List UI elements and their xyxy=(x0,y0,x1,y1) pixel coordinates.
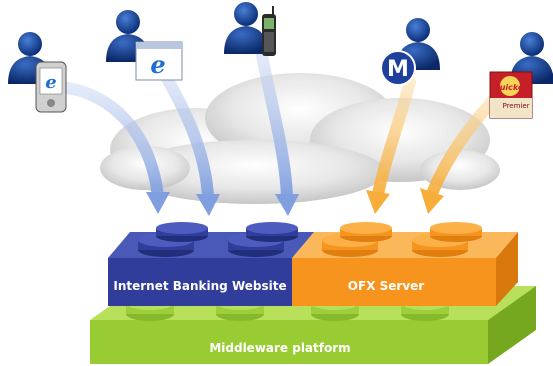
msn-money-icon: M xyxy=(380,50,416,86)
internet-banking-block: Internet Banking Website xyxy=(108,222,314,306)
user-money: M xyxy=(380,18,440,86)
arrow-browser xyxy=(159,69,220,216)
internet-explorer-icon: e xyxy=(45,72,56,93)
orange-arrows xyxy=(366,76,504,214)
quicken-box-icon: Quicken Premier xyxy=(489,71,533,119)
person-icon xyxy=(224,2,268,54)
internet-banking-label: Internet Banking Website xyxy=(113,279,286,293)
quicken-edition: Premier xyxy=(502,102,529,110)
arrow-money xyxy=(366,76,416,214)
browser-window-icon: e xyxy=(135,41,183,81)
arrow-phone xyxy=(256,49,299,216)
pda-icon: e xyxy=(35,61,67,113)
ofx-server-label: OFX Server xyxy=(348,279,424,293)
middleware-label: Middleware platform xyxy=(209,341,350,355)
ofx-studs xyxy=(322,222,482,257)
mobile-phone-icon xyxy=(262,6,276,56)
internet-banking-studs xyxy=(138,222,298,257)
user-pda: e xyxy=(8,32,67,113)
internet-explorer-icon: e xyxy=(150,50,165,79)
blue-arrows xyxy=(62,49,299,216)
user-phone xyxy=(224,2,276,56)
middleware-block: Middleware platform xyxy=(90,286,536,364)
ofx-server-block: OFX Server xyxy=(292,222,518,306)
user-quicken: Quicken Premier xyxy=(489,32,553,119)
user-browser: e xyxy=(106,10,183,81)
svg-text:M: M xyxy=(387,57,409,82)
arrow-quicken xyxy=(420,89,504,214)
quicken-brand: Quicken xyxy=(493,83,529,92)
arrow-pda xyxy=(62,82,170,214)
